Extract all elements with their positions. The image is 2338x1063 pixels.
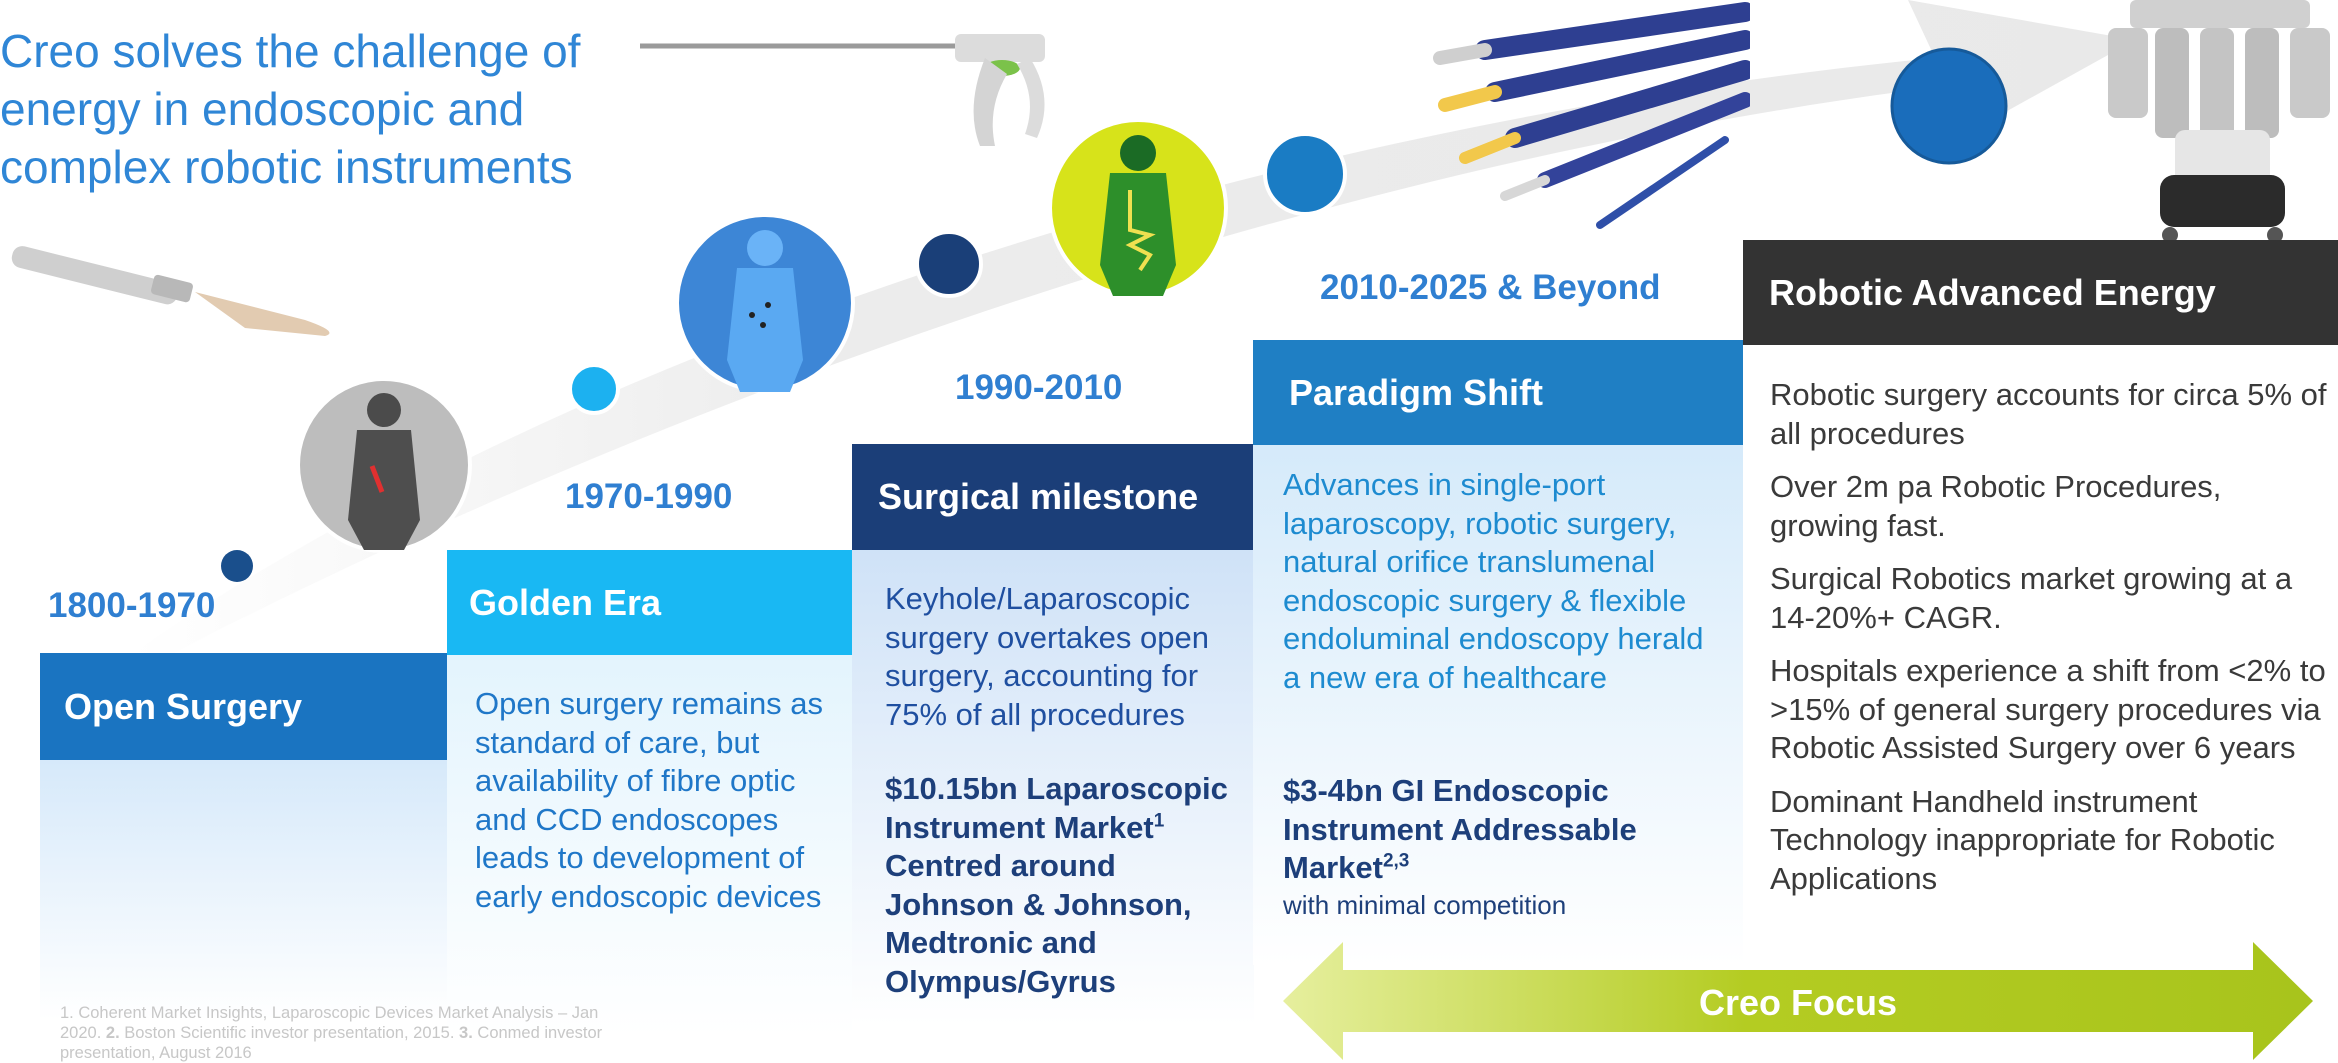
year-label-1800-1970: 1800-1970: [48, 586, 216, 625]
surgical-milestone-body: Keyhole/Laparoscopic surgery overtakes o…: [885, 581, 1209, 732]
year-label-2010-2025: 2010-2025 & Beyond: [1320, 268, 1661, 307]
laparoscopic-market-text: $10.15bn Laparoscopic Instrument Market1…: [885, 771, 1228, 999]
open-surgery-panel: [40, 760, 447, 1020]
competition-note: with minimal competition: [1283, 890, 1567, 920]
body-silhouette-grey-icon: [296, 377, 472, 553]
robotic-energy-bullets: Robotic surgery accounts for circa 5% of…: [1770, 376, 2335, 913]
robotic-bullet-3: Surgical Robotics market growing at a 14…: [1770, 561, 2293, 635]
body-silhouette-blue-icon: [675, 213, 855, 393]
dot-1800: [221, 550, 253, 582]
year-label-1970-1990: 1970-1990: [565, 477, 733, 516]
golden-era-body: Open surgery remains as standard of care…: [475, 686, 824, 914]
surgical-robot-icon: [2108, 0, 2330, 243]
open-surgery-header: Open Surgery: [40, 653, 447, 760]
robotic-bullet-4: Hospitals experience a shift from <2% to…: [1770, 653, 2326, 765]
golden-era-panel: [447, 655, 852, 1035]
robotic-bullet-1: Robotic surgery accounts for circa 5% of…: [1770, 377, 2327, 451]
clip-applier-icon: [640, 34, 1045, 146]
gi-endoscopic-market-text: $3-4bn GI Endoscopic Instrument Addressa…: [1283, 773, 1637, 885]
body-silhouette-green-icon: [1048, 118, 1228, 298]
paradigm-shift-header: Paradigm Shift: [1253, 340, 1743, 445]
dot-1970: [568, 363, 620, 415]
golden-era-header: Golden Era: [447, 550, 852, 655]
robotic-bullet-2: Over 2m pa Robotic Procedures, growing f…: [1770, 469, 2222, 543]
year-label-1990-2010: 1990-2010: [955, 368, 1123, 407]
scalpel-icon: [11, 246, 330, 336]
paradigm-shift-panel: [1253, 445, 1743, 965]
page-title: Creo solves the challenge of energy in e…: [0, 25, 581, 193]
paradigm-shift-body: Advances in single-port laparoscopy, rob…: [1283, 467, 1704, 695]
dot-robotic: [1890, 47, 2008, 165]
robotic-bullet-5: Dominant Handheld instrument Technology …: [1770, 783, 2275, 896]
surgical-milestone-header: Surgical milestone: [852, 444, 1254, 550]
endoscopic-instruments-icon: [1433, 2, 1750, 229]
dot-2010: [1263, 132, 1347, 216]
footnotes: 1. Coherent Market Insights, Laparoscopi…: [60, 1004, 603, 1062]
creo-focus-arrow: [1283, 942, 2313, 1060]
robotic-energy-header: Robotic Advanced Energy: [1743, 240, 2338, 345]
creo-focus-label: Creo Focus: [1698, 982, 1898, 1023]
surgical-milestone-panel: [852, 550, 1254, 1025]
dot-1990: [915, 230, 983, 298]
